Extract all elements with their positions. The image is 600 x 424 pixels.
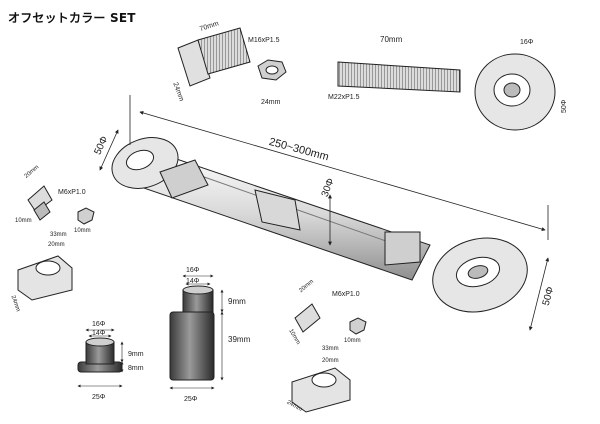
main-bolt-length-label: 70mm — [199, 20, 220, 33]
collar-right-inner-label: 20mm — [322, 358, 339, 364]
main-nut-label: 24mm — [261, 99, 281, 106]
short-spacer-top-outer-label: 16Φ — [92, 321, 106, 328]
small-bolt-length-label: 20mm — [24, 164, 41, 179]
right-eye-dimension — [528, 257, 550, 331]
offset-collar-right — [291, 367, 351, 413]
collar-outer-label: 33mm — [50, 232, 67, 238]
main-bolt-head-label: 24mm — [171, 82, 184, 103]
tall-spacer — [169, 285, 215, 381]
rod-end-length-label: 70mm — [380, 35, 403, 44]
small-bolt-right-thread-label: M6xP1.0 — [332, 291, 360, 298]
arm-length-label: 250~300mm — [268, 136, 330, 164]
small-nut-left — [77, 207, 95, 225]
short-spacer-top-inner-label: 14Φ — [92, 330, 106, 337]
small-nut-right — [349, 317, 367, 335]
arm-diameter-label: 30Φ — [320, 177, 337, 199]
small-nut-label: 10mm — [74, 228, 91, 234]
collar-height-label: 24mm — [9, 295, 20, 313]
right-eye-label: 50Φ — [541, 286, 557, 307]
collar-right-outer-label: 33mm — [322, 346, 339, 352]
collar-inner-label: 20mm — [48, 242, 65, 248]
short-spacer-h2-label: 8mm — [128, 365, 144, 372]
tall-spacer-top-inner-label: 14Φ — [186, 278, 200, 285]
small-nut-right-label: 10mm — [344, 338, 361, 344]
small-bolt-right — [294, 303, 321, 333]
small-bolt-right-length-label: 20mm — [298, 279, 315, 294]
small-bolt-right-head-label: 10mm — [287, 328, 301, 345]
rod-end — [337, 53, 556, 131]
arm-length-dimension — [129, 95, 549, 240]
left-eye-dimension — [99, 129, 119, 171]
short-spacer-dimensions — [77, 328, 124, 388]
short-spacer-base-label: 25Φ — [92, 394, 106, 401]
small-bolt-head-label: 10mm — [15, 218, 32, 224]
short-spacer — [77, 337, 123, 373]
main-bolt — [177, 27, 251, 87]
small-bolt-left — [27, 185, 53, 221]
rod-end-eye-label: 50Φ — [561, 99, 568, 113]
tall-spacer-top-outer-label: 16Φ — [186, 267, 200, 274]
offset-collar-left — [17, 255, 73, 301]
main-nut — [257, 59, 287, 81]
tall-spacer-h2-label: 39mm — [228, 335, 251, 344]
rod-end-hole-label: 16Φ — [520, 39, 534, 46]
short-spacer-h1-label: 9mm — [128, 351, 144, 358]
tall-spacer-dimensions — [169, 274, 224, 390]
diagram-title: オフセットカラー SET — [8, 11, 136, 25]
tall-spacer-h1-label: 9mm — [228, 297, 246, 306]
rod-end-thread-label: M22xP1.5 — [328, 94, 360, 101]
small-bolt-thread-label: M6xP1.0 — [58, 189, 86, 196]
tall-spacer-base-label: 25Φ — [184, 396, 198, 403]
main-bolt-thread-label: M16xP1.5 — [248, 37, 280, 44]
